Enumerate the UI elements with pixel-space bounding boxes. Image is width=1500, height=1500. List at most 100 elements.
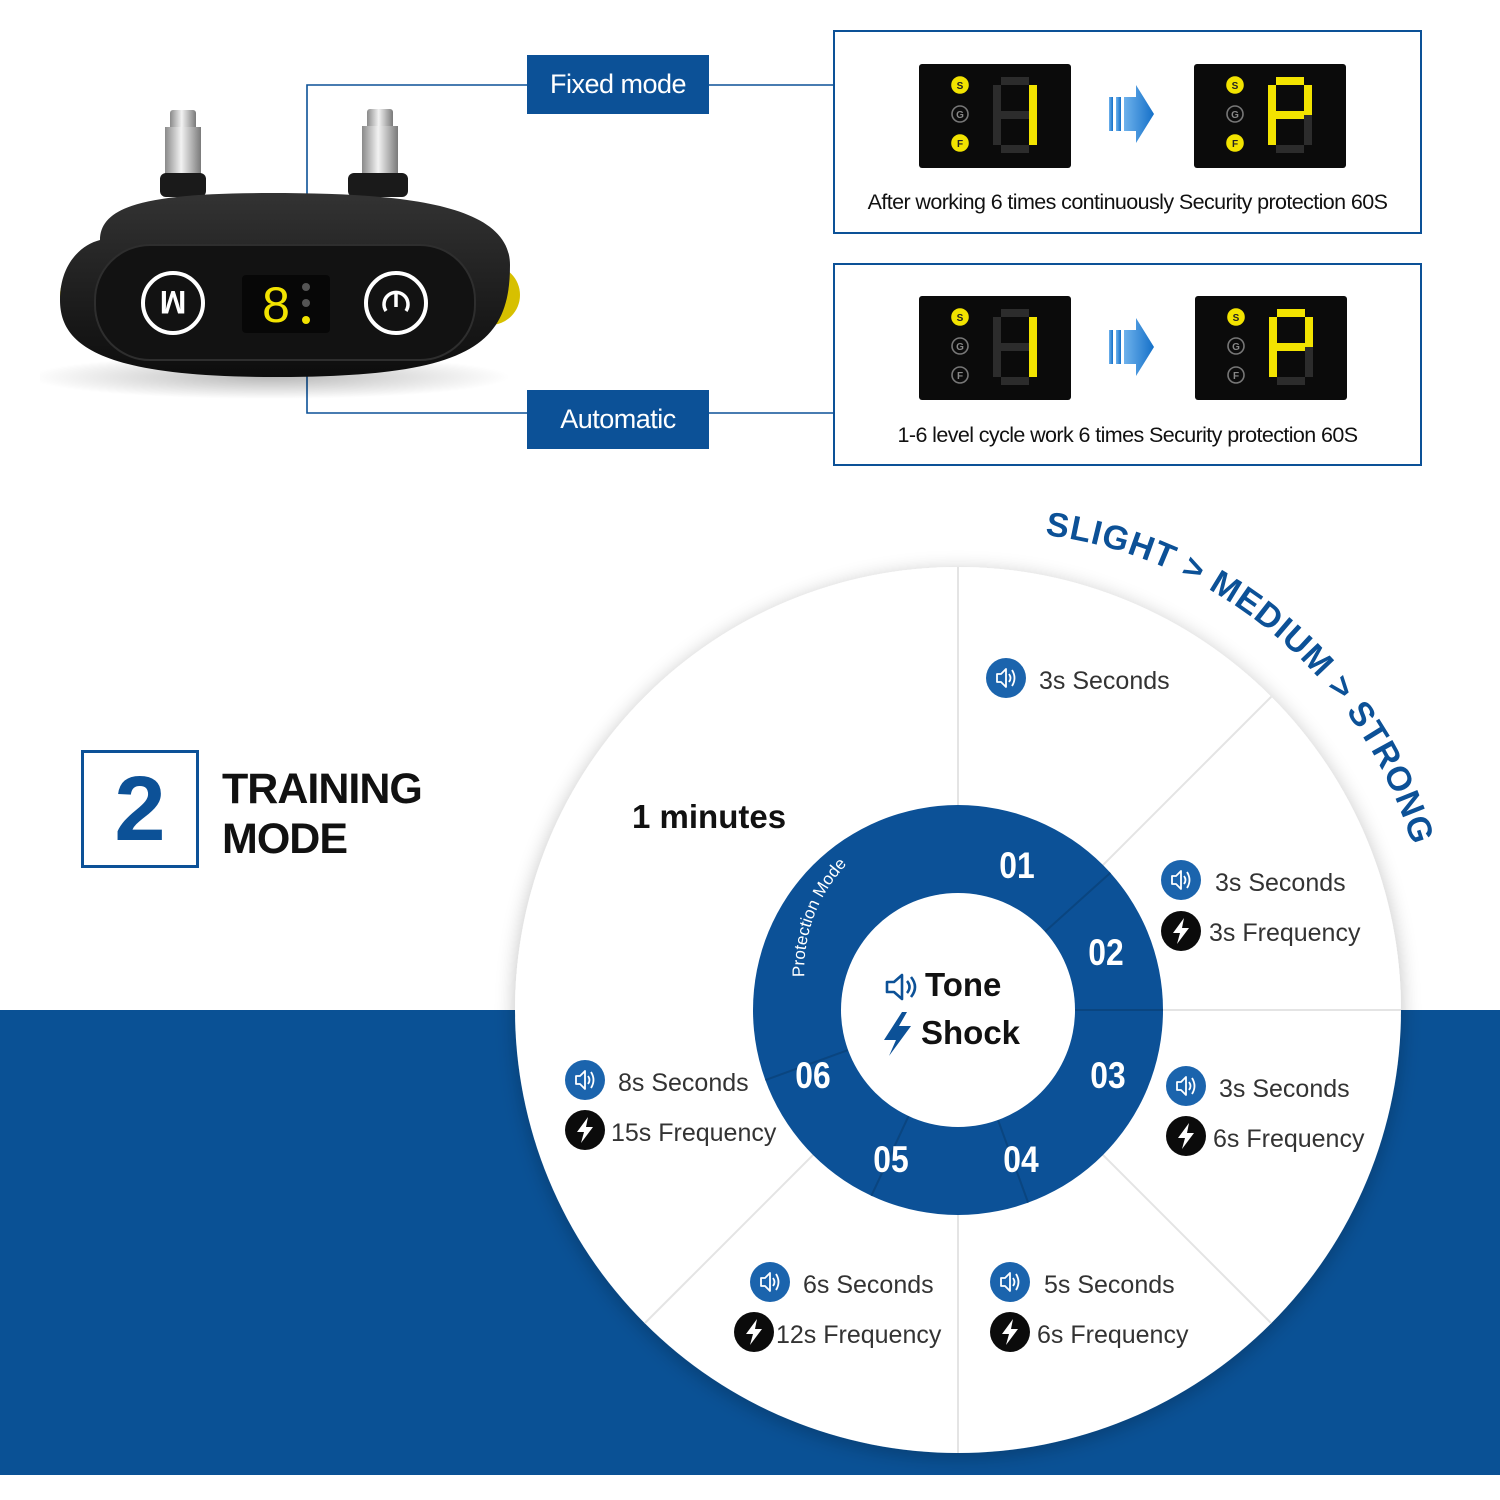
contact-pin-right xyxy=(348,109,408,197)
level-02-shock: 3s Frequency xyxy=(1209,919,1361,947)
seven-segment-display: SGF xyxy=(951,308,1037,385)
segment-d xyxy=(1001,377,1029,385)
indicator-g-icon xyxy=(951,105,969,123)
lightning-icon xyxy=(1166,1116,1206,1156)
segment-e xyxy=(1269,347,1277,377)
segment-a xyxy=(1001,77,1029,85)
segment-d xyxy=(1276,145,1304,153)
level-03-tone: 3s Seconds xyxy=(1219,1075,1350,1103)
indicator-s-icon xyxy=(951,76,969,94)
indicator-s-icon xyxy=(1226,76,1244,94)
automatic-mode-caption: 1-6 level cycle work 6 times Security pr… xyxy=(897,423,1359,447)
segment-c xyxy=(1029,347,1037,377)
indicator-f-icon xyxy=(1226,134,1244,152)
indicator-g-icon xyxy=(1226,105,1244,123)
segment-b xyxy=(1029,85,1037,115)
svg-text:G: G xyxy=(956,110,964,121)
svg-text:S: S xyxy=(1232,81,1239,92)
segment-g xyxy=(1277,343,1305,351)
power-button xyxy=(364,271,428,335)
level-number-01: 01 xyxy=(999,846,1034,887)
segment-c xyxy=(1304,115,1312,145)
level-04-shock: 6s Frequency xyxy=(1037,1321,1189,1349)
segment-b xyxy=(1305,317,1313,347)
fixed-mode-caption: After working 6 times continuously Secur… xyxy=(867,190,1388,214)
svg-text:F: F xyxy=(1232,139,1238,150)
center-shock-text: Shock xyxy=(921,1014,1021,1051)
section-title: TRAINING MODE xyxy=(222,764,423,864)
sector-dividers xyxy=(644,567,1401,1453)
segment-d xyxy=(1277,377,1305,385)
arrow-right-icon xyxy=(1109,85,1154,143)
level-04-tone: 5s Seconds xyxy=(1044,1271,1175,1299)
svg-text:S: S xyxy=(1233,313,1240,324)
device-display: 8 xyxy=(242,275,330,333)
center-tone-row: Tone xyxy=(885,966,1001,1003)
mode-button-m: M xyxy=(141,271,205,335)
level-number-04: 04 xyxy=(1003,1140,1038,1181)
svg-text:S: S xyxy=(957,81,964,92)
level-03-shock: 6s Frequency xyxy=(1213,1125,1365,1153)
lightning-icon xyxy=(565,1110,605,1150)
segment-a xyxy=(1001,309,1029,317)
indicator-s-icon xyxy=(951,308,969,326)
svg-text:M: M xyxy=(160,284,187,320)
segment-f xyxy=(1269,317,1277,347)
speaker-icon xyxy=(750,1262,790,1302)
fixed-mode-tag: Fixed mode xyxy=(527,55,709,114)
section-title-line2: MODE xyxy=(222,815,348,863)
svg-text:G: G xyxy=(1232,342,1240,353)
fixed-mode-label: Fixed mode xyxy=(549,69,687,99)
arrow-right-icon xyxy=(1109,318,1154,376)
segment-c xyxy=(1305,347,1313,377)
automatic-mode-label: Automatic xyxy=(560,404,676,434)
seven-segment-display: S G F xyxy=(951,76,1037,153)
level-number-06: 06 xyxy=(795,1056,830,1097)
section-number: 2 xyxy=(81,750,199,868)
center-shock-row: Shock xyxy=(884,1012,1021,1056)
segment-g xyxy=(1001,111,1029,119)
svg-text:F: F xyxy=(957,139,963,150)
section-title-line1: TRAINING xyxy=(222,765,423,813)
lightning-icon xyxy=(990,1312,1030,1352)
speaker-icon xyxy=(990,1262,1030,1302)
center-hub xyxy=(841,893,1075,1127)
level-05-shock: 12s Frequency xyxy=(776,1321,942,1349)
indicator-g-icon xyxy=(951,337,969,355)
automatic-mode-panel: 1-6 level cycle work 6 times Security pr… xyxy=(833,263,1422,466)
automatic-mode-tag: Automatic xyxy=(527,390,709,449)
segment-g xyxy=(1001,343,1029,351)
collar-device: M 8 xyxy=(40,109,520,399)
level-number-02: 02 xyxy=(1088,933,1123,974)
level-01-tone: 3s Seconds xyxy=(1039,667,1170,695)
segment-b xyxy=(1304,85,1312,115)
svg-text:F: F xyxy=(1233,371,1239,382)
speaker-icon xyxy=(1166,1066,1206,1106)
lightning-icon xyxy=(884,1012,911,1056)
segment-c xyxy=(1029,115,1037,145)
seven-segment-display: S G F xyxy=(1226,76,1312,153)
lightning-icon xyxy=(1161,911,1201,951)
svg-text:F: F xyxy=(957,371,963,382)
indicator-f-icon xyxy=(951,366,969,384)
segment-f xyxy=(993,317,1001,347)
speaker-icon xyxy=(986,658,1026,698)
segment-a xyxy=(1277,309,1305,317)
speaker-icon xyxy=(885,973,917,1001)
segment-e xyxy=(1268,115,1276,145)
segment-f xyxy=(1268,85,1276,115)
level-02-tone: 3s Seconds xyxy=(1215,869,1346,897)
speaker-icon xyxy=(1161,860,1201,900)
level-06-shock: 15s Frequency xyxy=(611,1119,777,1147)
svg-text:G: G xyxy=(1231,110,1239,121)
section-number-text: 2 xyxy=(114,757,166,860)
lightning-icon xyxy=(734,1312,774,1352)
segment-g xyxy=(1276,111,1304,119)
center-tone-text: Tone xyxy=(925,966,1001,1003)
segment-d xyxy=(1001,145,1029,153)
svg-text:S: S xyxy=(957,313,964,324)
contact-pin-left xyxy=(160,110,206,197)
level-number-05: 05 xyxy=(873,1140,908,1181)
